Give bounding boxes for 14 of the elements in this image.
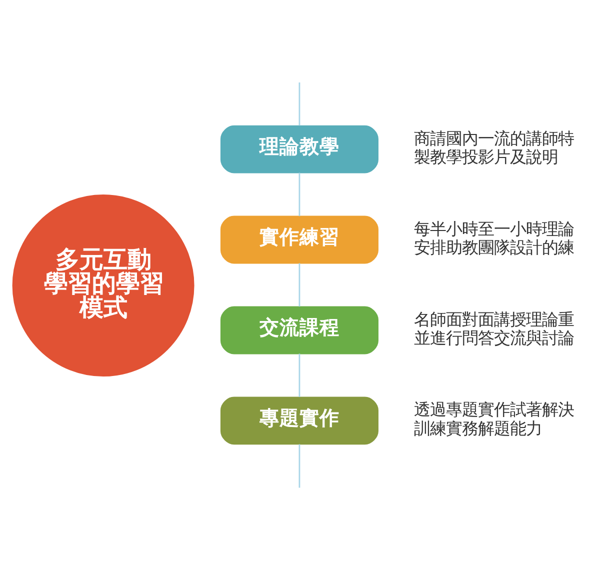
connector: [298, 262, 300, 306]
node-circle: 多元互動學習的學習模式: [12, 194, 194, 376]
connector: [298, 353, 300, 396]
connector: [298, 444, 300, 488]
node-label: 商請國內一流的講師特製教學投影片及說明: [414, 128, 574, 166]
node-label: 透過專題實作試著解決訓練實務解題能力: [414, 400, 574, 438]
node-box: 專題實作: [220, 396, 378, 444]
node-box: 理論教學: [220, 124, 378, 173]
connector: [298, 82, 300, 126]
node-label: 名師面對面講授理論重並進行問答交流與討論: [414, 309, 574, 347]
node-label: 每半小時至一小時理論安排助教團隊設計的練: [414, 218, 574, 256]
connector: [298, 172, 300, 216]
node-box: 交流課程: [220, 306, 378, 354]
node-box: 實作練習: [220, 215, 378, 264]
